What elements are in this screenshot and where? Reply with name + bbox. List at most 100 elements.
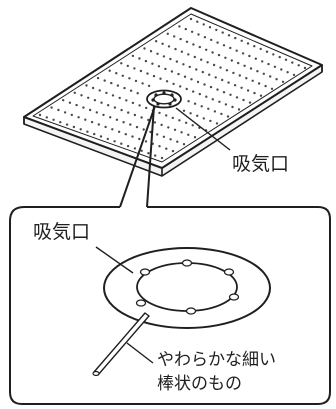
perforation-hole xyxy=(184,121,188,125)
perforation-hole xyxy=(213,110,217,113)
perforation-hole xyxy=(128,77,131,80)
perforation-hole xyxy=(217,53,221,57)
perforation-hole xyxy=(133,113,137,117)
perforation-hole xyxy=(220,112,223,116)
perforation-hole xyxy=(209,119,212,123)
perforation-hole xyxy=(243,64,246,68)
perforation-hole xyxy=(52,118,55,122)
perforation-hole xyxy=(211,98,214,101)
perforation-hole xyxy=(222,91,226,94)
perforation-hole xyxy=(140,116,143,119)
perforation-hole xyxy=(270,87,274,91)
perforation-hole xyxy=(193,102,197,105)
perforation-hole xyxy=(50,106,53,109)
perforation-hole xyxy=(275,78,278,81)
perforation-hole xyxy=(104,125,107,129)
perforation-hole xyxy=(262,72,265,76)
perforation-hole xyxy=(246,89,250,92)
perforation-hole xyxy=(93,99,97,102)
perforation-hole xyxy=(176,140,179,143)
perforation-hole xyxy=(68,101,72,104)
perforation-hole xyxy=(167,126,170,129)
tool-label-leader xyxy=(126,342,154,364)
perforation-hole xyxy=(116,84,120,87)
perforation-hole xyxy=(235,96,239,99)
perforation-hole xyxy=(141,82,144,85)
perforation-hole xyxy=(131,135,134,138)
perforation-hole xyxy=(203,83,206,86)
perforation-hole xyxy=(229,93,232,97)
perforation-hole xyxy=(140,149,143,152)
perforation-hole xyxy=(106,137,110,141)
perforation-hole xyxy=(72,125,76,129)
perforation-hole xyxy=(144,59,148,63)
perforation-hole xyxy=(135,125,139,129)
perforation-hole xyxy=(98,89,101,92)
perforation-hole xyxy=(222,44,226,47)
tool-label-line-1: やわらかな細い xyxy=(157,350,276,370)
perforation-hole xyxy=(224,103,228,106)
perforation-hole xyxy=(191,124,194,127)
perforation-hole xyxy=(100,101,103,104)
perforation-hole xyxy=(147,152,150,155)
perforation-hole xyxy=(99,135,103,138)
perforation-hole xyxy=(111,128,114,131)
perforation-hole xyxy=(109,116,112,119)
perforation-hole xyxy=(259,94,263,97)
perforation-hole xyxy=(240,86,243,90)
perforation-hole xyxy=(245,77,248,80)
perforation-hole xyxy=(152,74,156,78)
perforation-hole xyxy=(169,138,172,141)
perforation-hole xyxy=(159,77,162,80)
perforation-hole xyxy=(237,108,241,111)
perforation-hole xyxy=(178,119,181,122)
perforation-hole xyxy=(184,27,187,31)
perforation-hole xyxy=(124,133,128,136)
perforation-hole xyxy=(196,80,200,84)
perforation-hole xyxy=(211,51,214,54)
perforation-hole xyxy=(156,52,159,55)
perforation-hole xyxy=(103,79,106,82)
perforation-hole xyxy=(165,114,168,117)
perforation-hole xyxy=(265,50,269,53)
perforation-hole xyxy=(131,101,135,105)
perforation-hole xyxy=(200,105,203,108)
thin-rod-tool xyxy=(92,312,150,377)
perforation-hole xyxy=(171,116,174,120)
perforation-hole xyxy=(134,79,138,83)
perforation-hole xyxy=(221,31,224,34)
perforation-hole xyxy=(113,106,117,109)
perforation-hole xyxy=(221,78,224,82)
perforation-hole xyxy=(45,116,48,119)
perforation-hole xyxy=(105,91,108,95)
perforation-hole xyxy=(102,113,105,117)
perforation-hole xyxy=(164,67,167,71)
perforation-hole xyxy=(182,63,185,66)
perforation-hole xyxy=(115,118,119,122)
perforation-hole xyxy=(303,66,307,70)
perforation-hole xyxy=(158,111,161,115)
perforation-hole xyxy=(183,75,187,78)
perforation-hole xyxy=(110,81,113,85)
perforation-hole xyxy=(120,108,123,112)
perforation-hole xyxy=(254,57,257,60)
perforation-hole xyxy=(80,94,83,97)
perforation-hole xyxy=(138,104,141,107)
perforation-hole xyxy=(190,30,194,33)
perforation-hole xyxy=(237,61,240,65)
perforation-hole xyxy=(286,71,289,74)
perforation-hole xyxy=(108,69,111,72)
callout-label-air-intake: 吸気口 xyxy=(33,221,90,243)
perforation-hole xyxy=(198,45,201,49)
perforation-hole xyxy=(88,108,92,112)
perforation-hole xyxy=(86,130,89,133)
perforation-hole xyxy=(235,49,238,52)
perforation-hole xyxy=(156,133,159,136)
perforation-hole xyxy=(188,65,191,69)
callout-box xyxy=(9,206,331,405)
perforation-hole xyxy=(249,67,253,70)
perforation-hole xyxy=(90,120,94,124)
perforation-hole xyxy=(182,143,186,146)
perforation-hole xyxy=(172,82,175,86)
perforation-hole xyxy=(131,54,135,58)
